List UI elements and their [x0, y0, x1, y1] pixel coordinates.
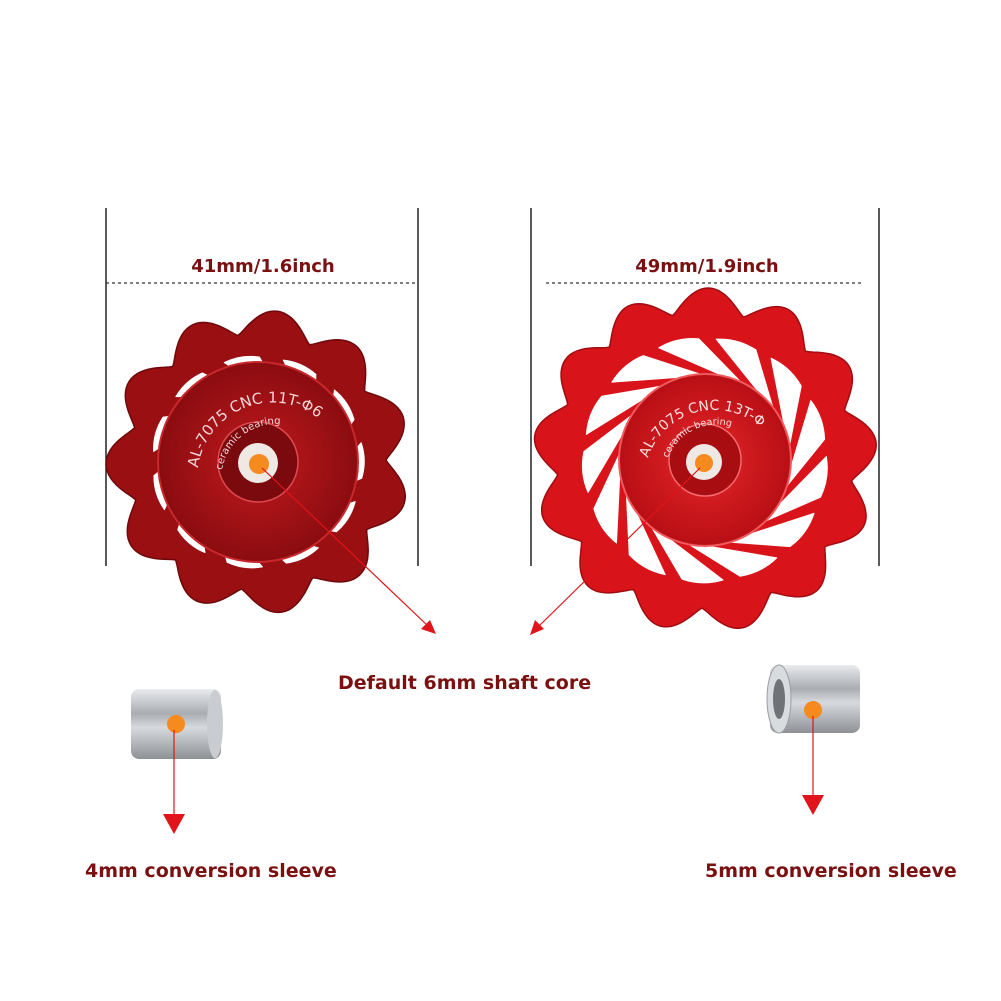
dimension-label-right: 49mm/1.9inch	[635, 256, 779, 277]
bore-center-dot	[249, 454, 269, 474]
spoke-window	[770, 357, 802, 446]
spoke-window	[764, 456, 828, 522]
arrow-head-left	[421, 620, 436, 634]
sleeve-5mm-label: 5mm conversion sleeve	[705, 860, 957, 882]
sleeve-4mm-label: 4mm conversion sleeve	[85, 860, 337, 882]
spoke-window	[786, 400, 826, 487]
sleeve-body	[770, 665, 860, 733]
sleeve-dot	[167, 715, 185, 733]
spoke-window	[651, 526, 724, 584]
arrow-head-right	[530, 620, 544, 635]
spoke-window	[729, 512, 815, 548]
bore-center-dot	[695, 454, 713, 472]
arrow-line-right	[537, 467, 701, 628]
spoke-window	[585, 385, 662, 435]
sleeve-dot	[804, 701, 822, 719]
dimension-label-left: 41mm/1.6inch	[191, 256, 335, 277]
sleeve-end	[207, 690, 223, 758]
spoke-window	[625, 494, 666, 576]
sleeve-bore	[773, 679, 785, 719]
spoke-windows	[581, 338, 828, 584]
spoke-window	[611, 355, 702, 383]
spoke-window	[581, 414, 633, 493]
spoke-window	[593, 453, 621, 544]
shaft-core-label: Default 6mm shaft core	[338, 672, 592, 694]
pulley-11t: AL-7075 CNC 11T-Φ6 ceramic bearing	[105, 310, 407, 614]
dimension-guides	[105, 208, 880, 566]
sleeve-arrow-head	[802, 795, 824, 815]
arrow-line-left	[261, 467, 429, 627]
core-arrows	[261, 467, 701, 635]
sleeve-arrow-head	[163, 814, 185, 834]
sleeve-5mm	[766, 664, 860, 815]
spoke-window	[715, 338, 774, 409]
spoke-window	[658, 338, 742, 383]
sleeve-4mm	[131, 689, 223, 834]
spoke-window	[688, 543, 778, 577]
